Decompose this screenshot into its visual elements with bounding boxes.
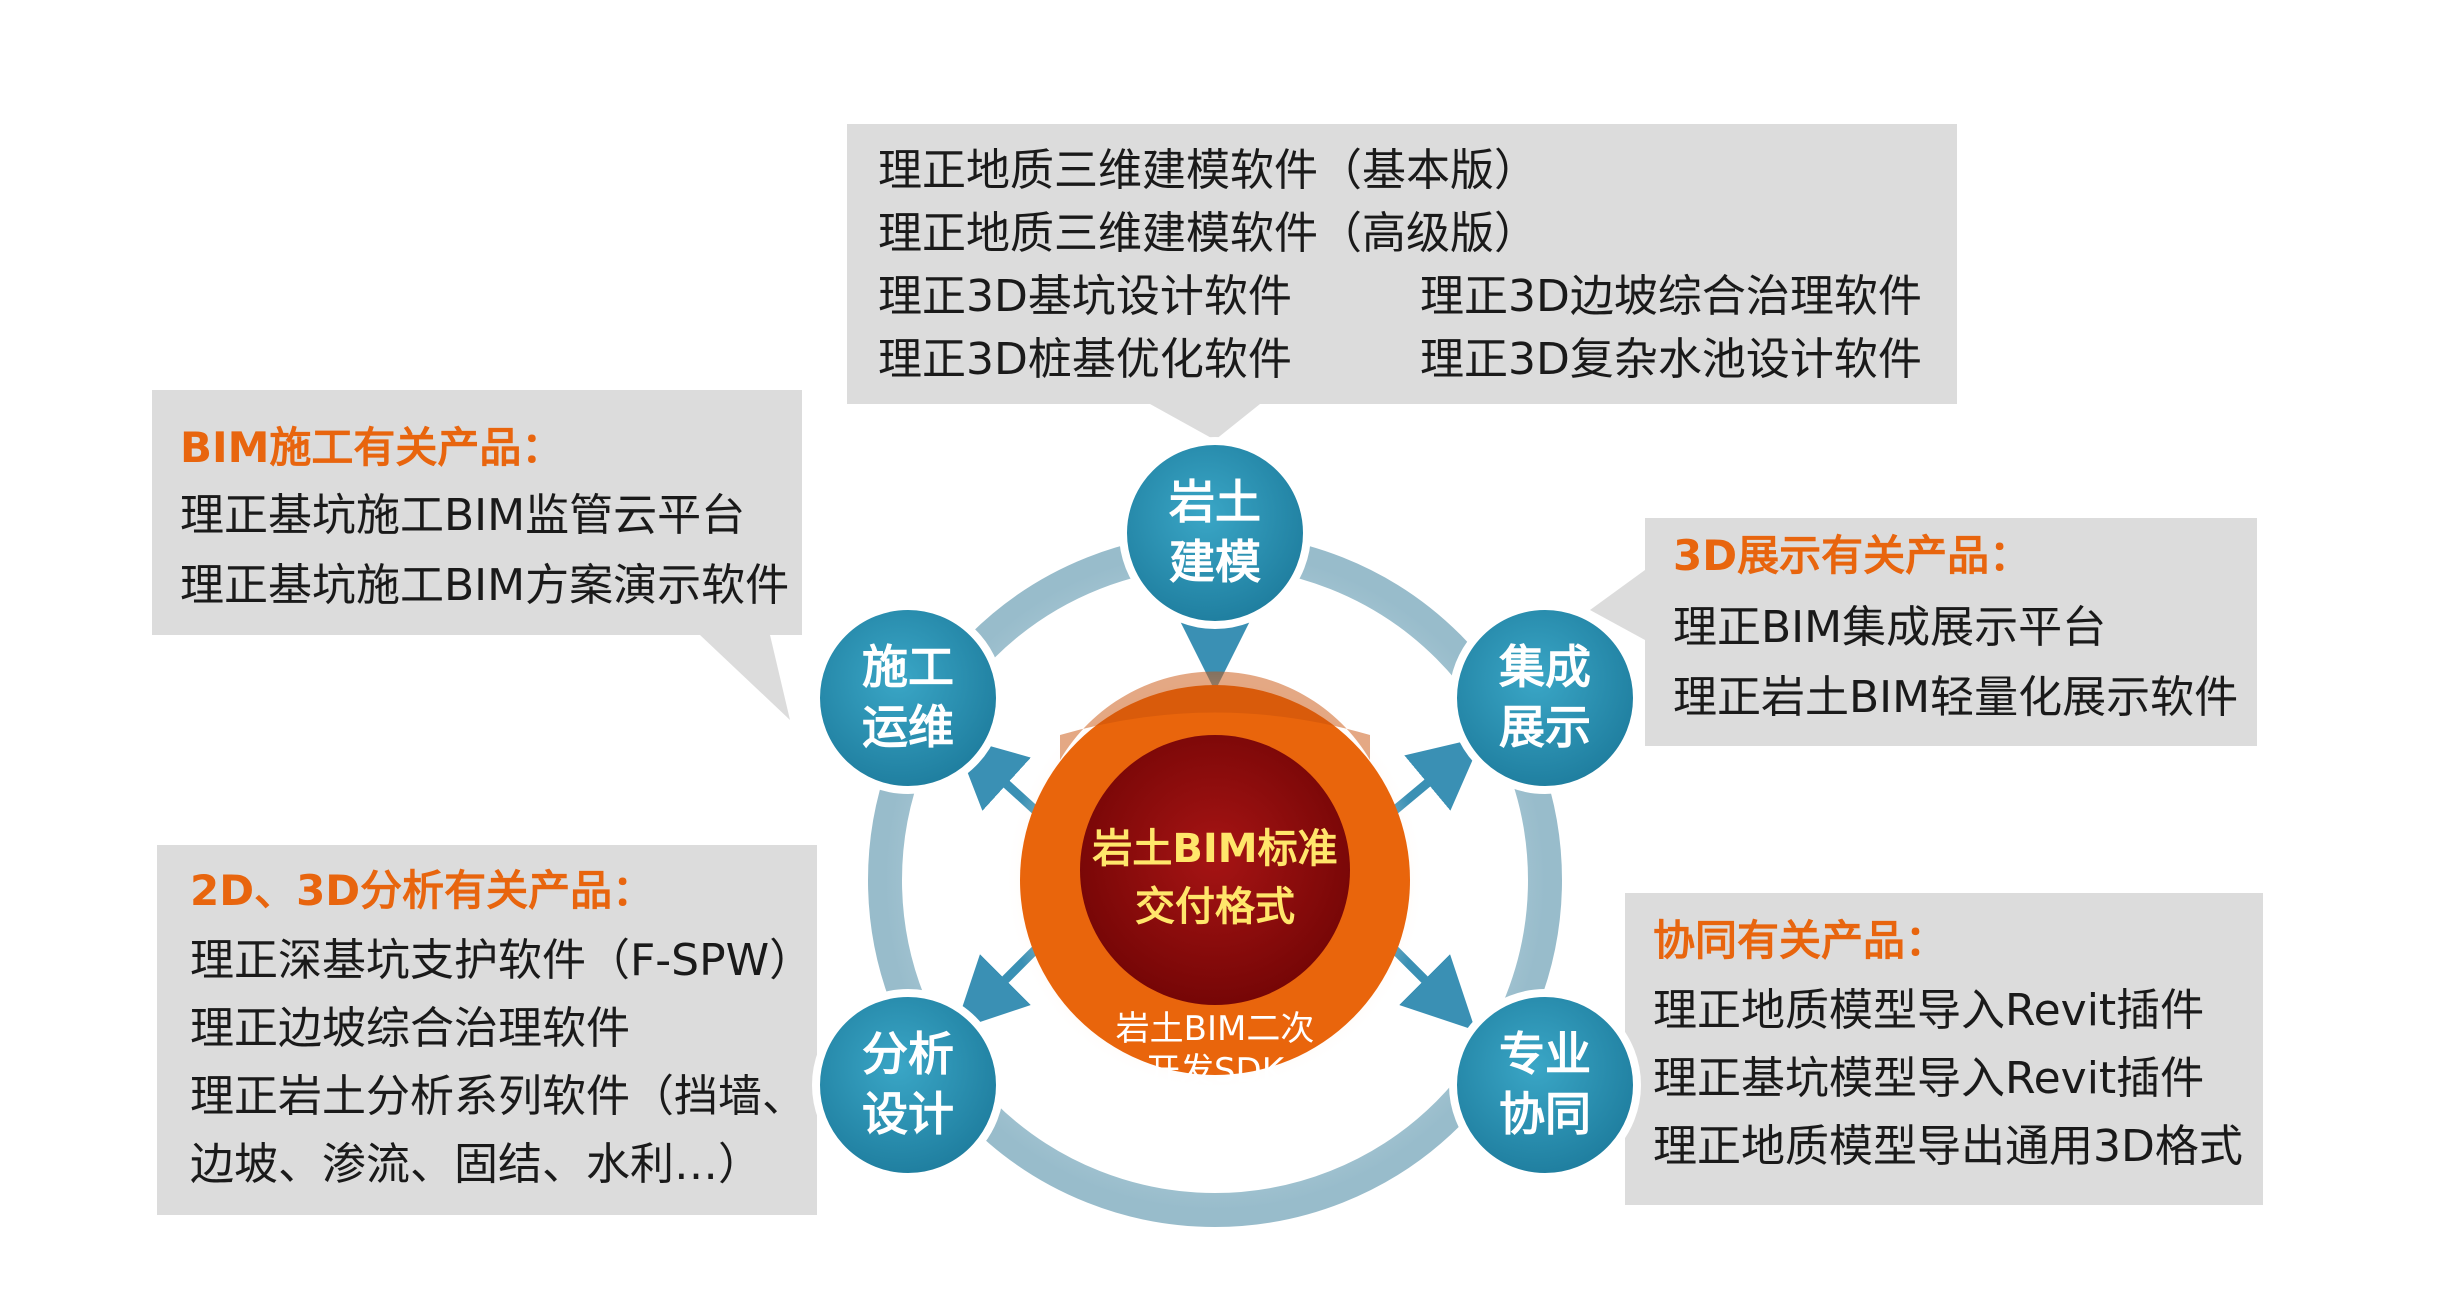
modeling-item: 理正地质三维建模软件（基本版） xyxy=(878,145,1538,196)
display-item: 理正BIM集成展示平台 xyxy=(1673,602,2106,653)
sdk-label-line1: 岩土BIM二次 xyxy=(1116,1009,1315,1049)
analysis-item: 理正岩土分析系列软件（挡墙、 xyxy=(190,1071,806,1122)
construction-products-box: BIM施工有关产品： 理正基坑施工BIM监管云平台 理正基坑施工BIM方案演示软… xyxy=(152,390,802,720)
modeling-products-box: 理正地质三维建模软件（基本版） 理正地质三维建模软件（高级版） 理正3D基坑设计… xyxy=(847,124,1957,440)
node-construction-line1: 施工 xyxy=(862,640,954,694)
circle-node-icon xyxy=(1449,989,1641,1181)
circle-node-icon xyxy=(812,989,1004,1181)
construction-item: 理正基坑施工BIM监管云平台 xyxy=(180,490,745,541)
center-hub: 岩土BIM标准 交付格式 岩土BIM二次 开发SDK xyxy=(1005,670,1425,1091)
node-display-line1: 集成 xyxy=(1498,640,1591,694)
center-core xyxy=(1080,735,1350,1005)
modeling-item: 理正3D基坑设计软件 xyxy=(878,271,1292,322)
construction-item: 理正基坑施工BIM方案演示软件 xyxy=(180,560,789,611)
node-analysis: 分析 设计 xyxy=(812,989,1004,1181)
node-analysis-line1: 分析 xyxy=(862,1027,954,1081)
collab-item: 理正地质模型导出通用3D格式 xyxy=(1653,1121,2243,1172)
node-construction-line2: 运维 xyxy=(862,700,954,754)
node-analysis-line2: 设计 xyxy=(862,1087,954,1141)
collab-products-box: 协同有关产品： 理正地质模型导入Revit插件 理正基坑模型导入Revit插件 … xyxy=(1625,893,2263,1205)
analysis-item: 理正深基坑支护软件（F-SPW） xyxy=(190,935,813,986)
node-modeling-line2: 建模 xyxy=(1169,535,1261,589)
circle-node-icon xyxy=(812,602,1004,794)
center-label-line2: 交付格式 xyxy=(1135,884,1295,930)
display-item: 理正岩土BIM轻量化展示软件 xyxy=(1673,672,2238,723)
modeling-item: 理正3D桩基优化软件 xyxy=(878,334,1292,385)
modeling-item: 理正地质三维建模软件（高级版） xyxy=(878,208,1538,259)
node-display-line2: 展示 xyxy=(1499,700,1591,754)
node-collab: 专业 协同 xyxy=(1449,989,1641,1181)
node-construction: 施工 运维 xyxy=(812,602,1004,794)
collab-item: 理正基坑模型导入Revit插件 xyxy=(1653,1053,2204,1104)
circle-node-icon xyxy=(1119,437,1311,629)
analysis-products-box: 2D、3D分析有关产品： 理正深基坑支护软件（F-SPW） 理正边坡综合治理软件… xyxy=(157,845,817,1215)
modeling-item: 理正3D复杂水池设计软件 xyxy=(1420,334,1922,385)
sdk-label-line2: 开发SDK xyxy=(1146,1051,1286,1091)
node-collab-line2: 协同 xyxy=(1499,1087,1591,1141)
circle-node-icon xyxy=(1449,602,1641,794)
node-modeling: 岩土 建模 xyxy=(1119,437,1311,629)
analysis-item: 边坡、渗流、固结、水利…） xyxy=(190,1139,762,1190)
node-modeling-line1: 岩土 xyxy=(1169,475,1261,529)
display-box-title: 3D展示有关产品： xyxy=(1673,531,2031,580)
analysis-item: 理正边坡综合治理软件 xyxy=(190,1003,630,1054)
collab-box-title: 协同有关产品： xyxy=(1653,916,1947,965)
collab-item: 理正地质模型导入Revit插件 xyxy=(1653,985,2204,1036)
center-label-line1: 岩土BIM标准 xyxy=(1092,826,1337,872)
display-products-box: 3D展示有关产品： 理正BIM集成展示平台 理正岩土BIM轻量化展示软件 xyxy=(1590,518,2257,746)
modeling-item: 理正3D边坡综合治理软件 xyxy=(1420,271,1922,322)
construction-box-title: BIM施工有关产品： xyxy=(180,423,563,472)
node-display: 集成 展示 xyxy=(1449,602,1641,794)
node-collab-line1: 专业 xyxy=(1499,1027,1591,1081)
analysis-box-title: 2D、3D分析有关产品： xyxy=(190,866,654,915)
